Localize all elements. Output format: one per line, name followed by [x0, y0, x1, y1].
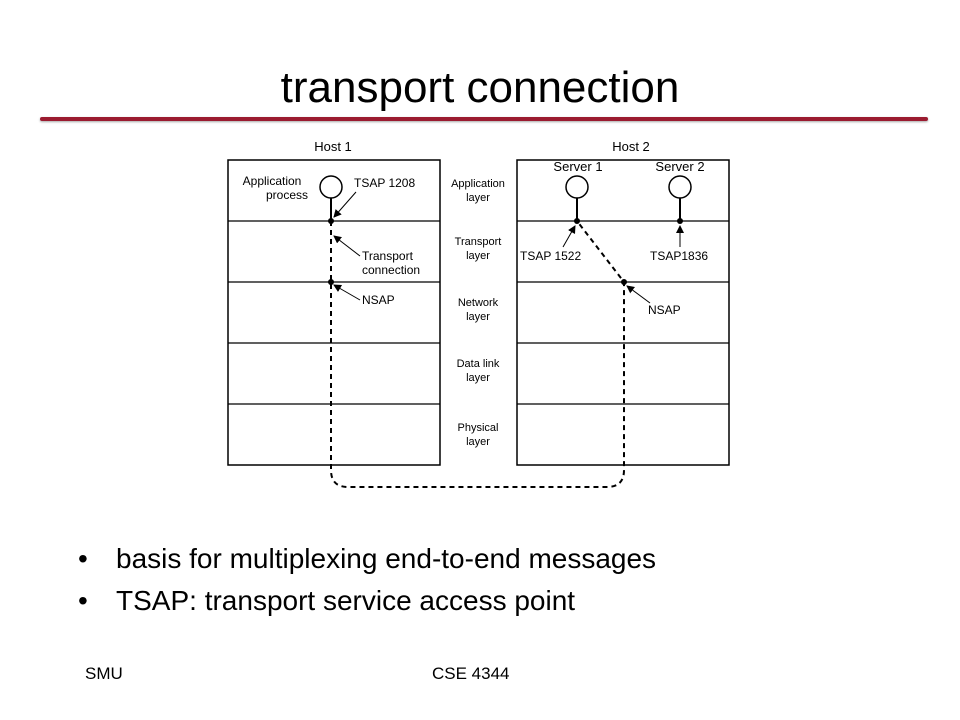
server2-node: [668, 175, 692, 199]
bullet-text: basis for multiplexing end-to-end messag…: [116, 543, 657, 574]
bullet-item: • TSAP: transport service access point: [78, 580, 656, 622]
footer-center: CSE 4344: [432, 664, 510, 683]
tsap-1836-point: [677, 218, 683, 224]
transport-connection-arrow: [333, 235, 361, 257]
application-process-label-2: process: [266, 188, 308, 202]
layer-label-physical-1: Physical: [458, 422, 499, 434]
bullet-text: TSAP: transport service access point: [116, 585, 576, 616]
nsap-left-label: NSAP: [362, 293, 395, 307]
layer-label-network-2: layer: [466, 311, 490, 323]
layer-labels: Application layer Transport layer Networ…: [451, 178, 505, 448]
nsap-right-arrow: [626, 285, 651, 304]
application-process-node: [319, 175, 343, 199]
nsap-left-point: [328, 279, 334, 285]
tsap-1208-arrow: [333, 191, 357, 218]
bullet-item: • basis for multiplexing end-to-end mess…: [78, 538, 656, 580]
layer-label-datalink-2: layer: [466, 372, 490, 384]
host1-stack: [227, 159, 441, 466]
layer-label-network-1: Network: [458, 297, 499, 309]
transport-connection-label-2: connection: [362, 263, 420, 277]
tsap-1522-label: TSAP 1522: [520, 249, 581, 263]
nsap-right-label: NSAP: [648, 303, 681, 317]
tsap-1208-label: TSAP 1208: [354, 176, 415, 190]
server1-node: [565, 175, 589, 199]
bullet-dot: •: [78, 543, 88, 574]
footer-left: SMU: [85, 664, 123, 683]
host2-label: Host 2: [612, 139, 650, 154]
layer-label-physical-2: layer: [466, 436, 490, 448]
layer-label-application-1: Application: [451, 178, 505, 190]
server1-label: Server 1: [553, 159, 602, 174]
bullet-dot: •: [78, 585, 88, 616]
layer-label-application-2: layer: [466, 192, 490, 204]
tsap-1522-point: [574, 218, 580, 224]
bullet-list: • basis for multiplexing end-to-end mess…: [78, 538, 656, 622]
server2-label: Server 2: [655, 159, 704, 174]
slide-title: transport connection: [280, 63, 680, 112]
layer-label-transport-1: Transport: [455, 236, 502, 248]
host1-label: Host 1: [314, 139, 352, 154]
tsap-1836-label: TSAP1836: [650, 249, 708, 263]
title-divider: [40, 117, 928, 121]
tsap-1522-arrow: [562, 225, 576, 248]
layer-label-transport-2: layer: [466, 250, 490, 262]
application-process-label-1: Application: [243, 174, 302, 188]
transport-connection-path: [330, 220, 625, 488]
nsap-left-arrow: [333, 284, 361, 301]
transport-connection-label-1: Transport: [362, 249, 414, 263]
layer-label-datalink-1: Data link: [457, 358, 500, 370]
